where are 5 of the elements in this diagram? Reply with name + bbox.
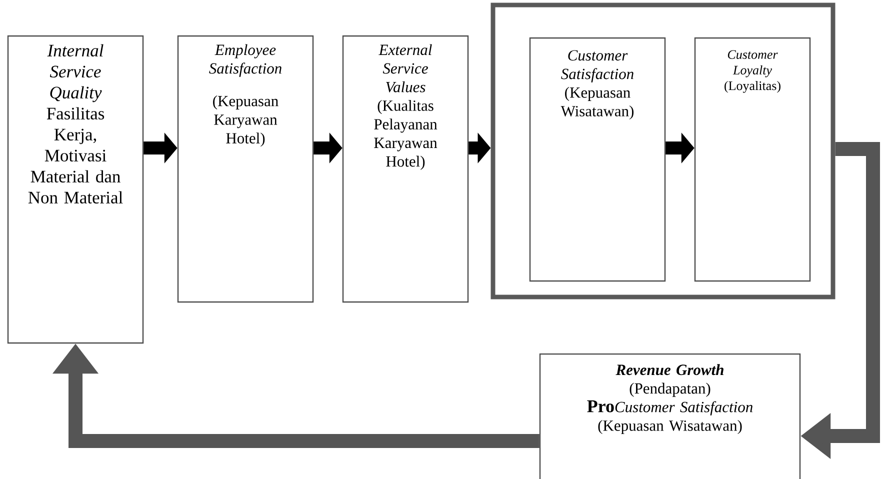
process-box: Customer Loyalty (Loyalitas) xyxy=(694,37,811,282)
process-box: Internal Service Quality Fasilitas Kerja, Motivasi Material dan Non Material xyxy=(7,35,144,344)
process-box: External Service Values (Kualitas Pelayanan Karyawan Hotel) xyxy=(342,35,469,303)
process-box: Customer Satisfaction (Kepuasan Wisatawan) xyxy=(529,37,666,282)
process-box: Employee Satisfaction (Kepuasan Karyawan Hotel) xyxy=(177,35,314,303)
